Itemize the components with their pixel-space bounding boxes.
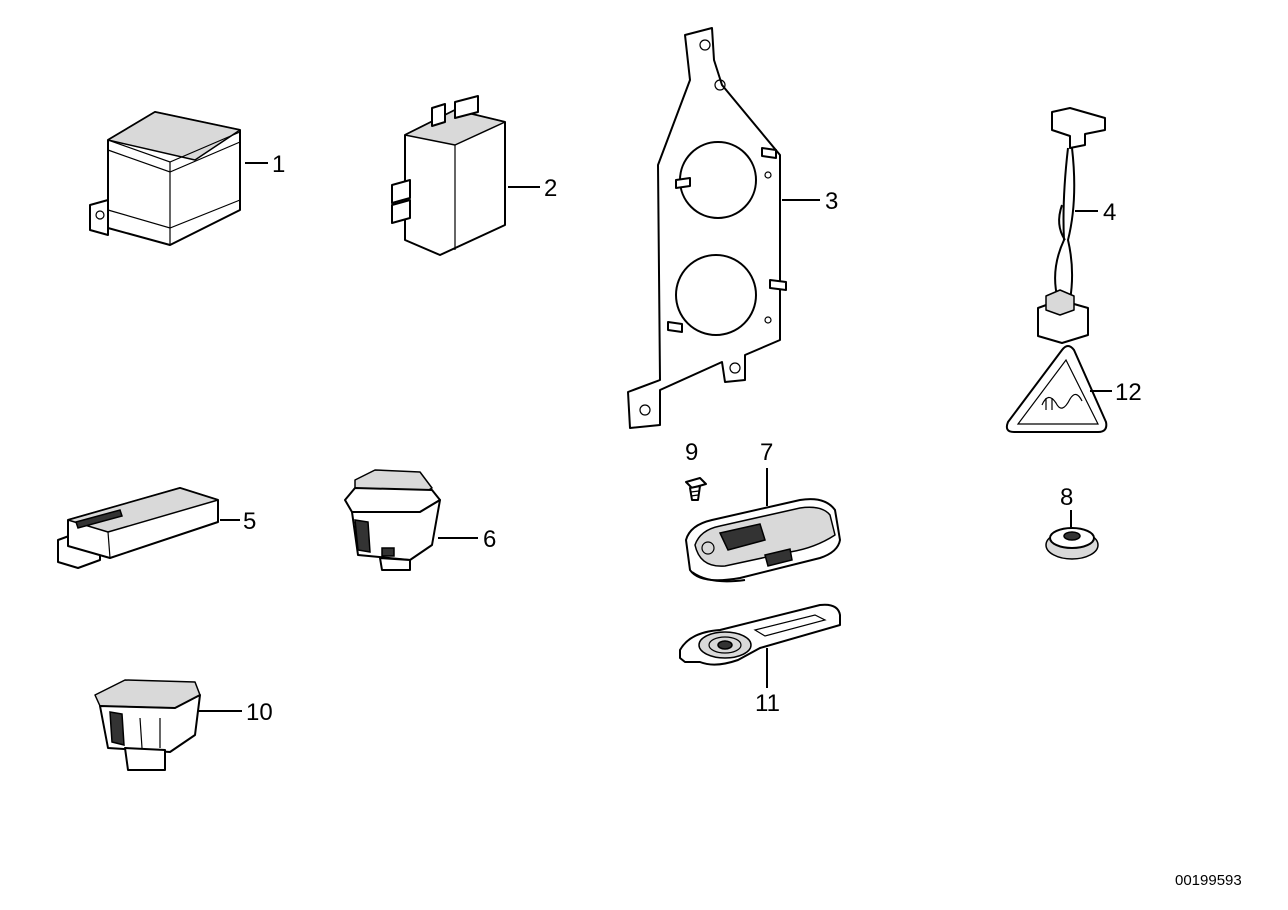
callout-11: 11	[755, 690, 780, 717]
part-1-relay-box	[89, 111, 268, 246]
part-2-control-unit	[391, 95, 540, 256]
callout-4: 4	[1103, 199, 1116, 226]
callout-2: 2	[544, 175, 557, 202]
callout-6: 6	[483, 526, 496, 553]
part-5-flat-module	[57, 487, 240, 569]
part-6-switch	[344, 469, 478, 571]
part-12-warning-label	[1005, 345, 1112, 433]
part-4-cable-assembly	[1037, 107, 1106, 344]
part-10-small-switch	[94, 679, 242, 771]
part-7-key-fob	[685, 468, 841, 583]
callout-12: 12	[1115, 379, 1142, 406]
callout-1: 1	[272, 151, 285, 178]
part-9-screw	[685, 477, 707, 501]
part-3-mounting-bracket	[627, 27, 820, 429]
callout-3: 3	[825, 188, 838, 215]
part-11-key-insert	[679, 603, 841, 688]
part-8-grommet	[1045, 510, 1099, 560]
callout-9: 9	[685, 439, 698, 466]
callout-10: 10	[246, 699, 273, 726]
callout-5: 5	[243, 508, 256, 535]
callout-8: 8	[1060, 484, 1073, 511]
callout-7: 7	[760, 439, 773, 466]
document-id: 00199593	[1175, 872, 1242, 889]
